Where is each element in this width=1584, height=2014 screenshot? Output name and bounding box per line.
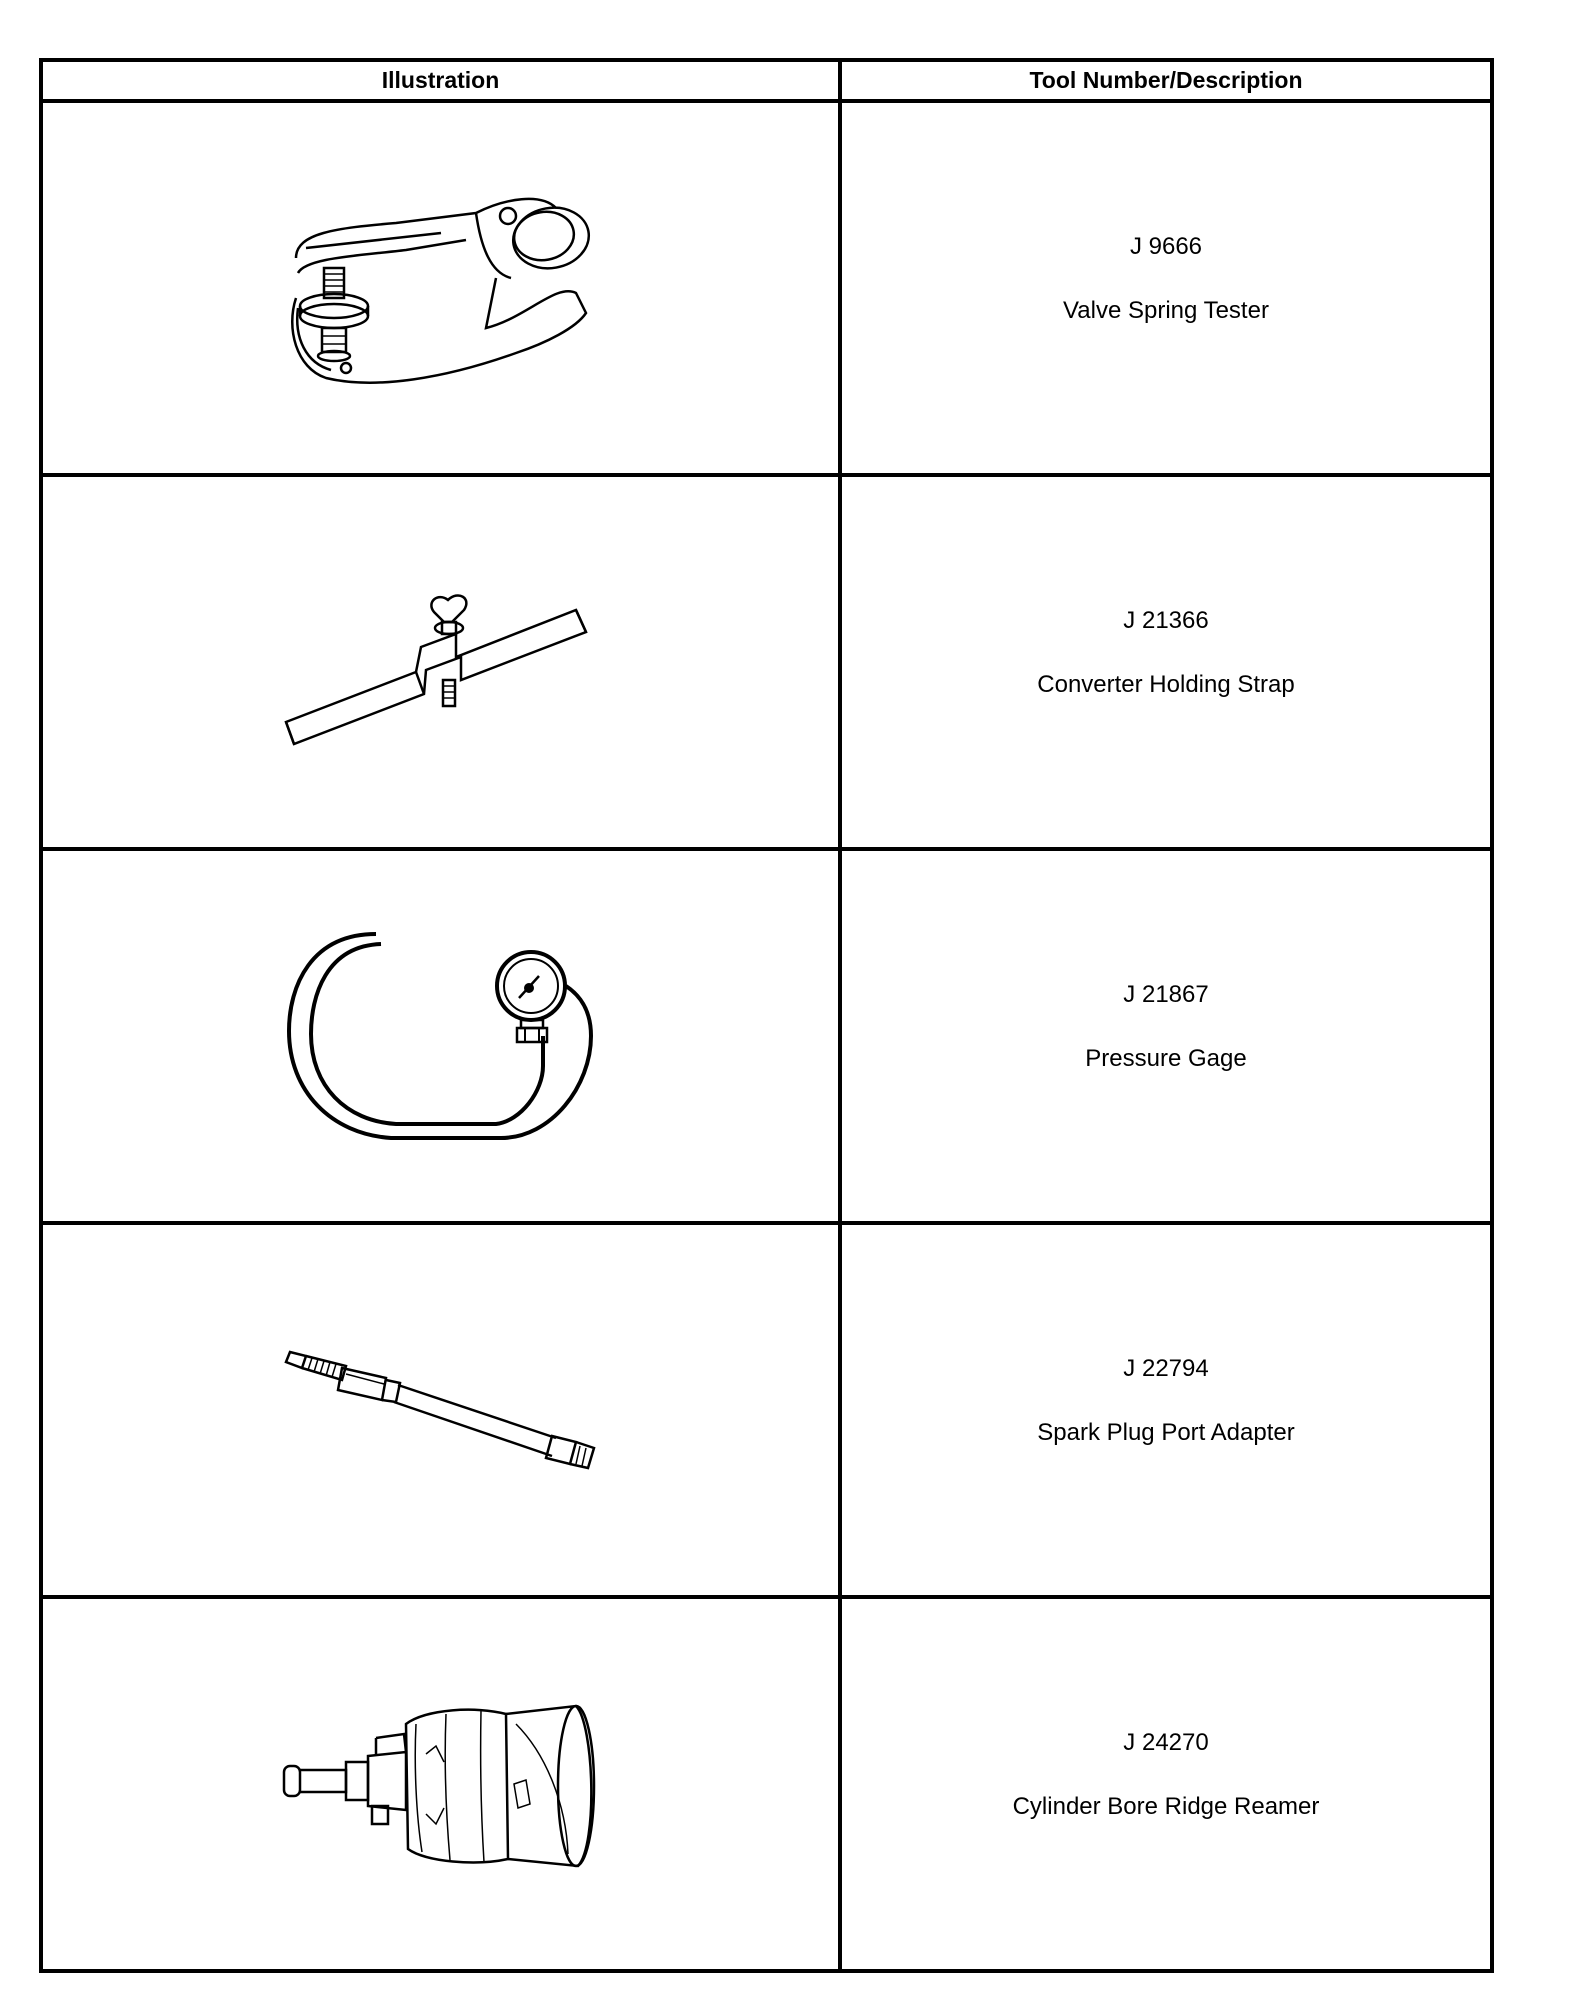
illustration-cell bbox=[39, 1221, 842, 1599]
table-header-row: Illustration Tool Number/Description bbox=[39, 58, 1494, 103]
tool-name: Pressure Gage bbox=[1085, 1045, 1247, 1072]
description-cell: J 24270 Cylinder Bore Ridge Reamer bbox=[838, 1595, 1494, 1973]
description-cell: J 9666 Valve Spring Tester bbox=[838, 99, 1494, 477]
tool-number: J 21867 bbox=[1123, 981, 1209, 1008]
table-row: J 21366 Converter Holding Strap bbox=[39, 473, 1494, 851]
tool-name: Converter Holding Strap bbox=[1037, 671, 1295, 698]
tool-number: J 21366 bbox=[1123, 607, 1209, 634]
valve-spring-tester-icon bbox=[290, 197, 590, 384]
tool-name: Valve Spring Tester bbox=[1063, 297, 1269, 324]
illustration-cell bbox=[39, 99, 842, 477]
header-tool-description: Tool Number/Description bbox=[838, 58, 1494, 103]
tool-name: Cylinder Bore Ridge Reamer bbox=[1012, 1793, 1320, 1820]
table-row: J 21867 Pressure Gage bbox=[39, 847, 1494, 1225]
tool-number: J 24270 bbox=[1123, 1729, 1209, 1756]
header-illustration: Illustration bbox=[39, 58, 842, 103]
cylinder-bore-ridge-reamer-icon bbox=[282, 1704, 595, 1868]
illustration-cell bbox=[39, 847, 842, 1225]
converter-holding-strap-icon bbox=[283, 594, 588, 746]
pressure-gage-icon bbox=[286, 932, 593, 1140]
tool-number: J 9666 bbox=[1129, 233, 1203, 260]
table-row: J 24270 Cylinder Bore Ridge Reamer bbox=[39, 1595, 1494, 1973]
illustration-cell bbox=[39, 1595, 842, 1973]
illustration-cell bbox=[39, 473, 842, 851]
description-cell: J 22794 Spark Plug Port Adapter bbox=[838, 1221, 1494, 1599]
table-row: J 22794 Spark Plug Port Adapter bbox=[39, 1221, 1494, 1599]
spark-plug-port-adapter-icon bbox=[283, 1350, 596, 1470]
table-row: J 9666 Valve Spring Tester bbox=[39, 99, 1494, 477]
tool-name: Spark Plug Port Adapter bbox=[1037, 1419, 1295, 1446]
description-cell: J 21366 Converter Holding Strap bbox=[838, 473, 1494, 851]
tool-table: Illustration Tool Number/Description bbox=[39, 58, 1494, 1973]
tool-number: J 22794 bbox=[1123, 1355, 1209, 1382]
description-cell: J 21867 Pressure Gage bbox=[838, 847, 1494, 1225]
